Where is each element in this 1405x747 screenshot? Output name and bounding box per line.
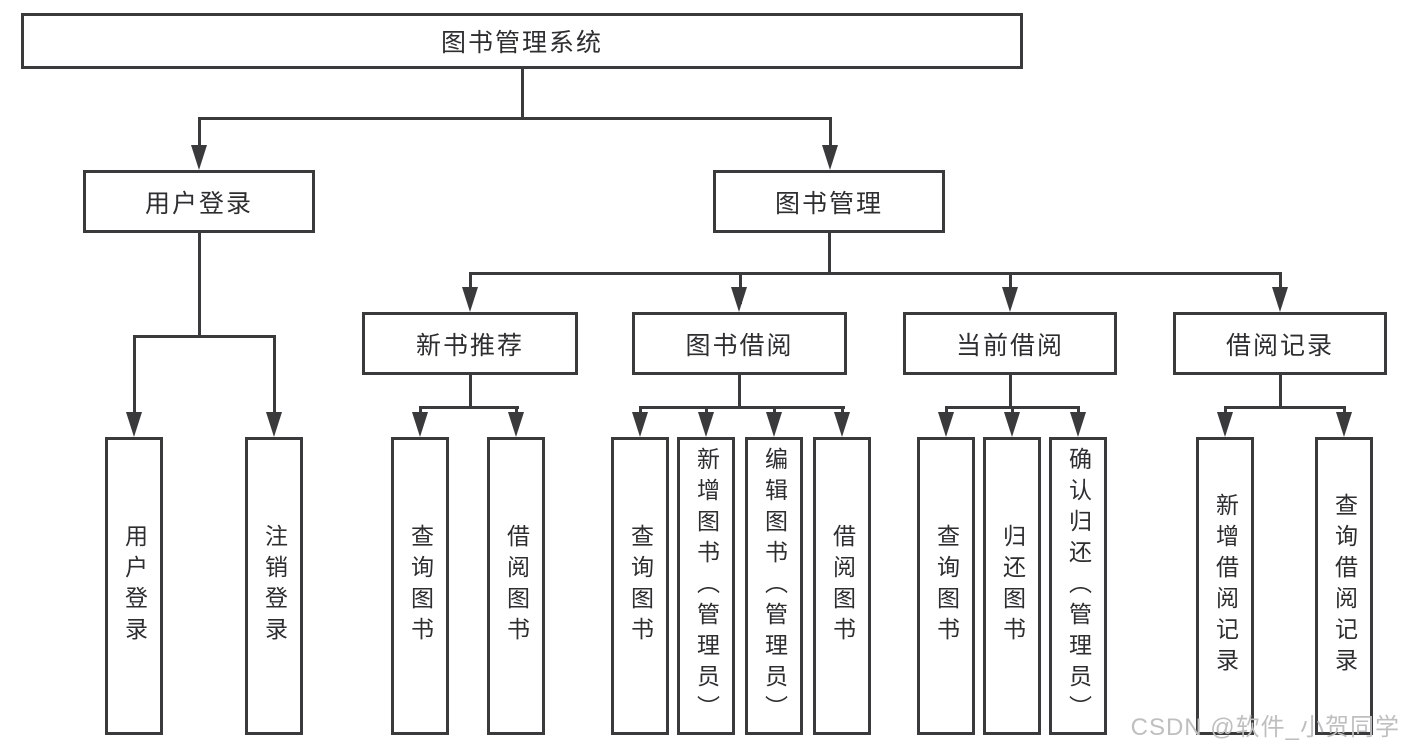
arrow-down-icon: [1217, 412, 1233, 437]
leaf-query-books-borrowing-label: 查询图书: [627, 524, 654, 648]
connector-recommend-stem: [469, 375, 472, 408]
node-current-borrowing: 当前借阅: [903, 312, 1117, 375]
arrow-down-icon: [698, 412, 714, 437]
node-current-borrowing-label: 当前借阅: [955, 331, 1064, 360]
arrow-down-icon: [126, 412, 142, 437]
arrow-down-icon: [191, 145, 207, 170]
connector-records-rail: [1224, 406, 1346, 409]
leaf-confirm-return-admin-label: 确认归还（管理员）: [1065, 446, 1092, 726]
leaf-query-books-recommend-label: 查询图书: [407, 524, 434, 648]
arrow-down-icon: [462, 287, 478, 312]
node-user-login-label: 用户登录: [144, 189, 253, 218]
arrow-down-icon: [766, 412, 782, 437]
leaf-query-books-recommend: 查询图书: [391, 437, 449, 735]
arrow-down-icon: [1336, 412, 1352, 437]
leaf-edit-book-admin: 编辑图书（管理员）: [745, 437, 803, 735]
connector-borrowing-stem: [738, 375, 741, 408]
leaf-borrow-books-recommend: 借阅图书: [487, 437, 545, 735]
leaf-add-book-admin: 新增图书（管理员）: [677, 437, 735, 735]
node-book-borrowing: 图书借阅: [632, 312, 847, 375]
arrow-down-icon: [266, 412, 282, 437]
leaf-add-borrow-record-label: 新增借阅记录: [1212, 493, 1239, 679]
node-new-book-recommendation: 新书推荐: [362, 312, 578, 375]
leaf-return-books-label: 归还图书: [999, 524, 1026, 648]
arrow-down-icon: [1070, 412, 1086, 437]
node-borrowing-records-label: 借阅记录: [1225, 331, 1334, 360]
arrow-down-icon: [938, 412, 954, 437]
leaf-query-books-borrowing: 查询图书: [611, 437, 669, 735]
leaf-borrow-books-borrowing-label: 借阅图书: [829, 524, 856, 648]
connector-root-rail: [198, 117, 832, 120]
arrow-down-icon: [1004, 412, 1020, 437]
connector-recommend-rail: [419, 406, 519, 409]
node-library-system: 图书管理系统: [21, 13, 1023, 69]
leaf-return-books: 归还图书: [983, 437, 1041, 735]
node-book-management: 图书管理: [713, 170, 945, 233]
connector-user-login-rail: [133, 335, 276, 338]
connector-records-stem: [1279, 375, 1282, 408]
leaf-add-borrow-record: 新增借阅记录: [1196, 437, 1254, 735]
leaf-query-borrow-record-label: 查询借阅记录: [1331, 493, 1358, 679]
leaf-borrow-books-recommend-label: 借阅图书: [503, 524, 530, 648]
leaf-query-books-current-label: 查询图书: [933, 524, 960, 648]
node-borrowing-records: 借阅记录: [1173, 312, 1387, 375]
connector-drop-leaf: [273, 335, 276, 429]
leaf-query-books-current: 查询图书: [917, 437, 975, 735]
arrow-down-icon: [632, 412, 648, 437]
leaf-query-borrow-record: 查询借阅记录: [1315, 437, 1373, 735]
connector-user-login-stem: [198, 233, 201, 336]
watermark: CSDN @软件_小贺同学: [1130, 714, 1400, 741]
connector-drop-book-management: [829, 117, 832, 162]
leaf-confirm-return-admin: 确认归还（管理员）: [1049, 437, 1107, 735]
leaf-logout-label: 注销登录: [261, 524, 288, 648]
leaf-user-login-label: 用户登录: [121, 524, 148, 648]
node-book-management-label: 图书管理: [774, 189, 883, 218]
connector-borrowing-rail: [639, 406, 845, 409]
connector-drop-user-login: [198, 117, 201, 162]
connector-current-stem: [1009, 375, 1012, 408]
leaf-user-login: 用户登录: [105, 437, 163, 735]
arrow-down-icon: [508, 412, 524, 437]
node-book-borrowing-label: 图书借阅: [685, 331, 794, 360]
node-library-system-label: 图书管理系统: [440, 29, 603, 57]
connector-root-stem: [521, 68, 524, 118]
connector-drop-leaf: [133, 335, 136, 429]
connector-book-management-rail: [469, 272, 1282, 275]
arrow-down-icon: [834, 412, 850, 437]
connector-book-management-stem: [828, 233, 831, 274]
node-new-book-recommendation-label: 新书推荐: [415, 331, 524, 360]
arrow-down-icon: [1272, 287, 1288, 312]
arrow-down-icon: [412, 412, 428, 437]
leaf-edit-book-admin-label: 编辑图书（管理员）: [761, 446, 788, 726]
arrow-down-icon: [1002, 287, 1018, 312]
arrow-down-icon: [822, 145, 838, 170]
arrow-down-icon: [731, 287, 747, 312]
leaf-logout: 注销登录: [245, 437, 303, 735]
leaf-borrow-books-borrowing: 借阅图书: [813, 437, 871, 735]
leaf-add-book-admin-label: 新增图书（管理员）: [693, 446, 720, 726]
node-user-login: 用户登录: [83, 170, 315, 233]
